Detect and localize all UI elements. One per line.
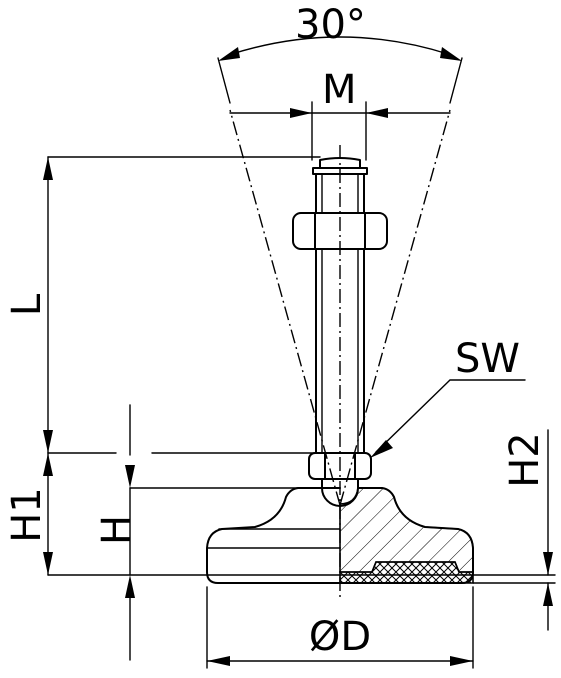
h2-dimension: H2 <box>472 429 556 631</box>
extension-lines-left <box>47 156 331 489</box>
h1-label: H1 <box>4 487 50 543</box>
h-label: H <box>94 515 140 545</box>
angle-dimension: 30° <box>217 2 463 104</box>
h1-dimension: H1 <box>4 452 53 576</box>
wrench-size-leader: SW <box>370 336 526 458</box>
thread-label: M <box>322 67 357 113</box>
h-dimension: H <box>94 404 140 661</box>
length-dimension: L <box>4 156 53 454</box>
hex-collar <box>308 452 372 480</box>
section-hatching <box>339 487 474 573</box>
swivel-cone-lines <box>229 109 451 506</box>
rubber-pad <box>339 561 474 584</box>
diameter-dimension: ØD <box>206 586 474 669</box>
h2-label: H2 <box>502 432 548 488</box>
threaded-stud <box>312 157 368 454</box>
thread-dimension: M <box>229 67 451 161</box>
wrench-size-label: SW <box>455 336 520 382</box>
angle-label: 30° <box>295 2 366 48</box>
length-label: L <box>4 293 50 316</box>
diameter-label: ØD <box>309 614 371 660</box>
lock-nut <box>292 212 388 250</box>
